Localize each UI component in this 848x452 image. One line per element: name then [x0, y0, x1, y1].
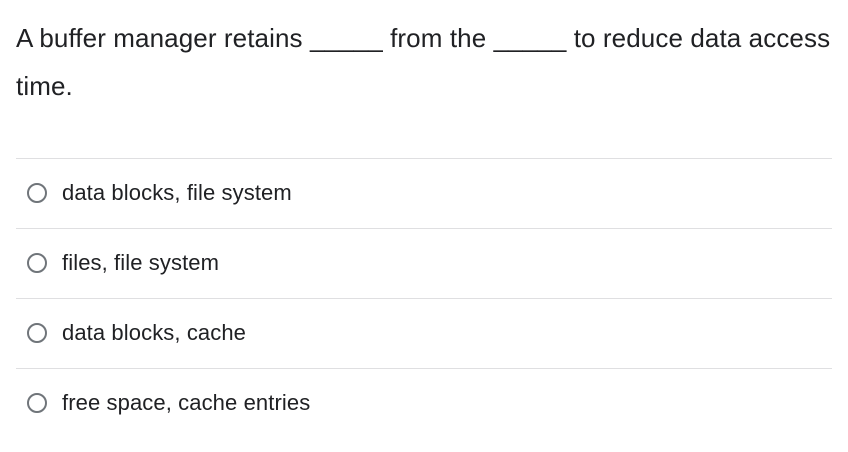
radio-unselected-icon[interactable] [27, 393, 47, 413]
answer-option-row-3[interactable]: data blocks, cache [0, 298, 848, 368]
answer-option-label-4: free space, cache entries [62, 390, 311, 415]
answer-option-row-2[interactable]: files, file system [0, 228, 848, 298]
radio-unselected-icon[interactable] [27, 183, 47, 203]
radio-unselected-icon[interactable] [27, 253, 47, 273]
question-block: A buffer manager retains _____ from the … [16, 14, 834, 110]
answer-option-label-2: files, file system [62, 250, 220, 275]
answer-option-row-4[interactable]: free space, cache entries [0, 368, 848, 438]
answer-options-list: data blocks, file system files, file sys… [0, 158, 848, 438]
radio-unselected-icon[interactable] [27, 323, 47, 343]
answer-option-row-1[interactable]: data blocks, file system [0, 158, 848, 228]
question-text: A buffer manager retains _____ from the … [16, 23, 838, 101]
answer-option-label-3: data blocks, cache [62, 320, 247, 345]
answer-option-label-1: data blocks, file system [62, 180, 292, 205]
